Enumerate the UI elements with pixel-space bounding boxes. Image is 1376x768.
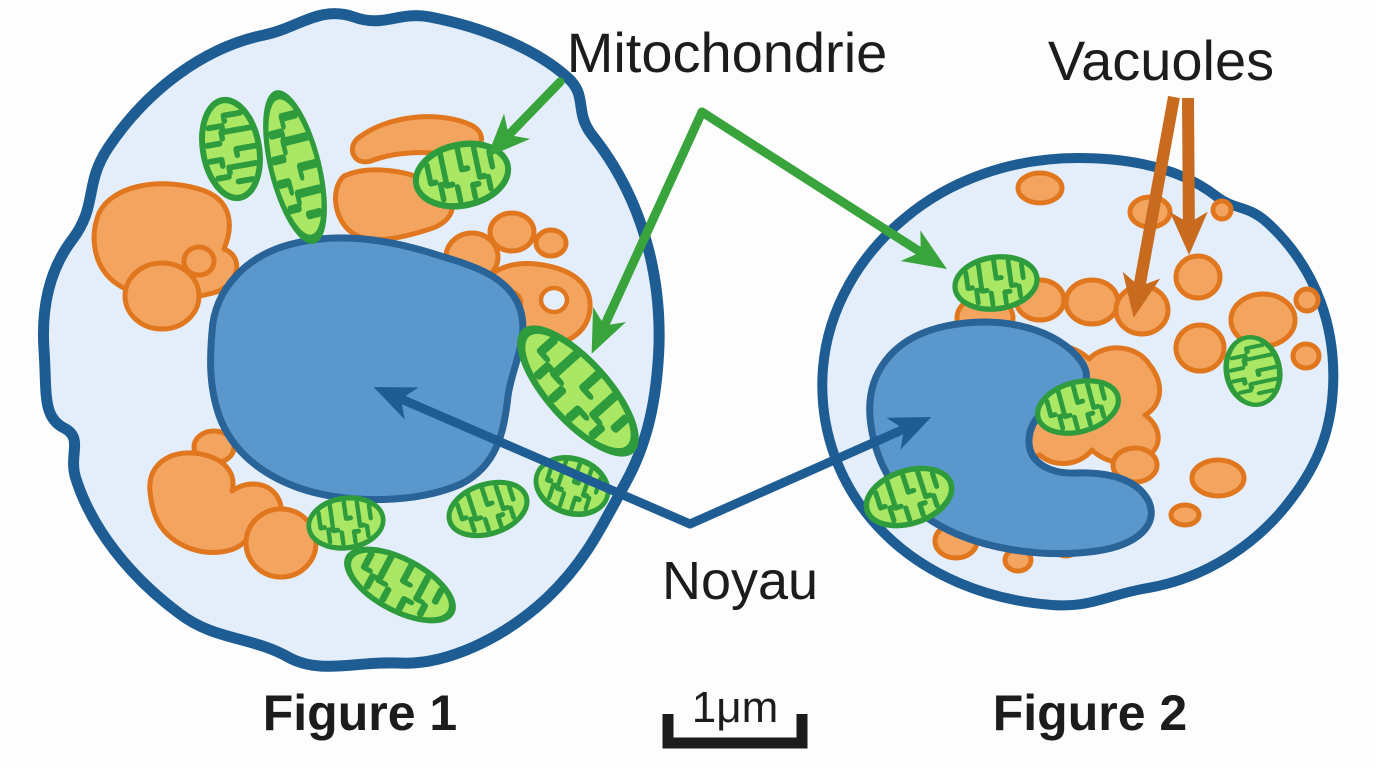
vacuole xyxy=(1210,198,1234,222)
vacuoles-arrow xyxy=(1169,97,1208,255)
mitochondrie-arrow xyxy=(697,107,947,269)
annotation-arrows xyxy=(373,77,1208,529)
vacuole xyxy=(243,506,319,580)
vacuole-hole xyxy=(538,285,570,315)
vacuole xyxy=(533,227,569,259)
vacuole xyxy=(1293,286,1321,314)
noyau-arrow xyxy=(373,387,695,529)
label-noyau: Noyau xyxy=(661,551,819,611)
vacuole xyxy=(1173,322,1227,374)
caption-figure-2: Figure 2 xyxy=(992,685,1188,741)
vacuoles-arrow xyxy=(1122,95,1180,318)
vacuole xyxy=(181,244,217,278)
label-mitochondrie: Mitochondrie xyxy=(566,21,888,84)
label-vacuoles: Vacuoles xyxy=(1047,29,1275,92)
vacuole xyxy=(487,210,537,254)
vacuole xyxy=(1189,457,1247,499)
caption-figure-1: Figure 1 xyxy=(262,685,458,741)
vacuole xyxy=(1173,253,1223,301)
scale-bar xyxy=(662,714,808,749)
nucleus xyxy=(207,234,527,504)
vacuole xyxy=(1290,341,1322,371)
noyau-arrow xyxy=(685,416,932,529)
vacuole xyxy=(1063,277,1121,327)
mitochondrie-arrow xyxy=(486,77,565,158)
figure-1-cell xyxy=(37,8,665,672)
vacuole xyxy=(1168,502,1202,528)
scale-bar-label: 1μm xyxy=(691,683,779,732)
scale-bar-bracket xyxy=(662,714,808,749)
vacuole xyxy=(122,260,202,332)
figure-2-cell xyxy=(817,153,1339,611)
mitochondrie-arrow xyxy=(591,107,707,354)
vacuole xyxy=(1015,170,1065,206)
